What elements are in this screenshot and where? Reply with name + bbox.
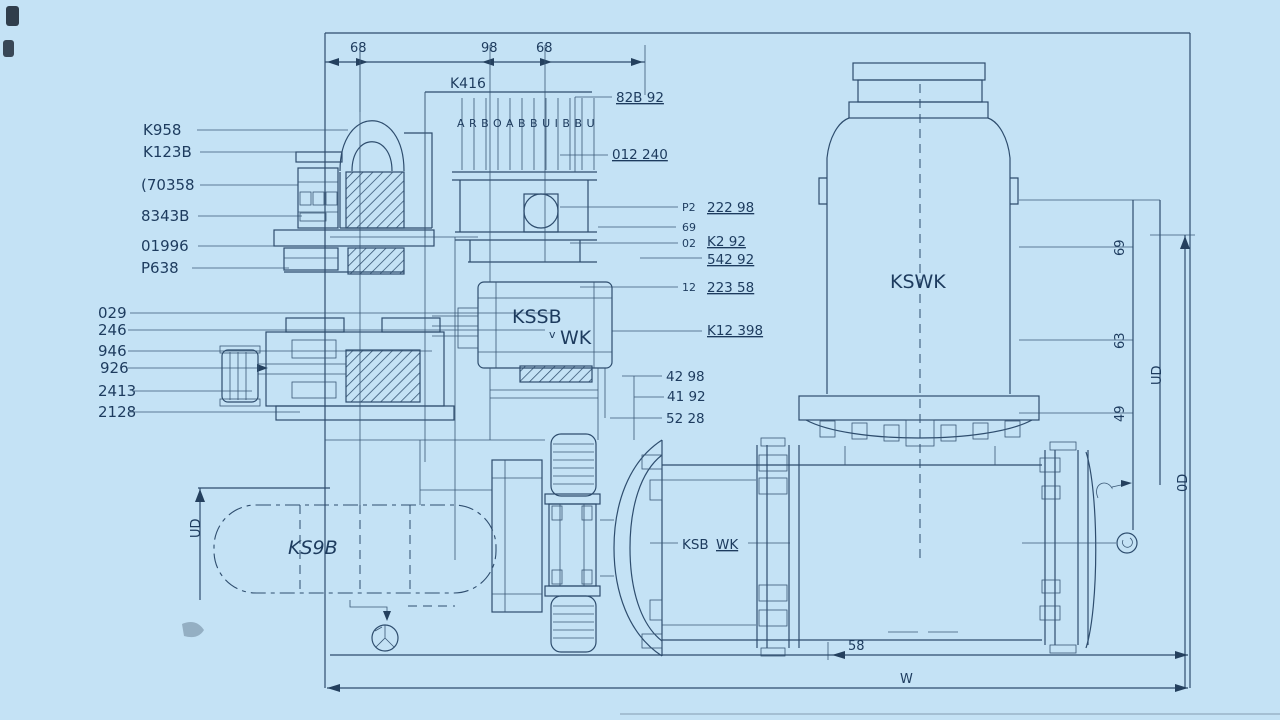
dim-98: 98 [481,41,498,56]
mid-label-0: 42 98 [666,369,705,385]
bracket-label: K416 [450,76,486,92]
callout-circle [1116,532,1138,554]
part-tag-0: P2 [682,201,696,214]
callout-letters: ARBOABBUIBBU [457,117,599,130]
rot-dim-3: 49 [1113,405,1128,422]
left-label-3: 8343B [141,207,189,225]
rot-dim-4: UD [1150,365,1165,385]
left-top-labels: K958 K123B (70358 8343B 01996 P638 [141,121,348,277]
right-dimensions: 69 63 49 UD 0D [1019,199,1195,688]
lower-bearing-assembly [219,317,455,421]
bottom-dim-w: W [900,672,913,687]
bottom-dimensions: 58 W [327,631,1188,692]
hatch-block-lower [345,349,421,403]
left-label-11: 2128 [98,403,136,421]
top-dimension-chain: 68 98 68 [325,41,646,170]
mid-label-2: 52 28 [666,411,705,427]
coupling-ribbed-top [550,433,597,497]
mid-label-1: 41 92 [667,389,706,405]
right-flange [1022,441,1138,654]
bell-flange [613,439,663,657]
construction-lines [325,45,546,560]
scan-artifacts [3,6,1280,715]
gearbox-label-small: v [549,328,556,341]
motor-dim-rotated: UD [189,518,204,538]
bell-housing [491,459,543,613]
left-label-4: 01996 [141,237,189,255]
pump-body-label-1: KSB [682,537,709,553]
part-code-3: 542 92 [707,252,754,268]
lower-flange-plate [275,405,455,421]
part-code-5: K12 398 [707,323,763,339]
hatch-block-upper [345,171,405,229]
motor-body [213,504,497,594]
label-82b92: 82B 92 [616,90,664,106]
callout-leader-lines [461,98,595,170]
part-tag-4: 12 [682,281,696,294]
part-code-0: 222 98 [707,200,754,216]
small-coupling [221,349,259,403]
left-label-5: P638 [141,259,179,277]
vessel-label: KSWK [890,271,946,293]
rot-dim-1: 69 [1113,239,1128,256]
left-label-9: 926 [100,359,129,377]
left-label-0: K958 [143,121,181,139]
part-tag-1: 69 [682,221,696,234]
coupling-column [544,433,614,653]
rot-dim-5: 0D [1176,474,1191,492]
dim-68-left: 68 [350,41,367,56]
seal-assembly [452,171,597,263]
upper-bearing-assembly [273,120,435,275]
part-code-2: K2 92 [707,234,746,250]
vessel: KSWK [798,62,1040,560]
left-label-8: 946 [98,342,127,360]
left-label-2: (70358 [141,176,195,194]
gearbox-label-2: WK [560,327,592,349]
left-label-7: 246 [98,321,127,339]
left-label-1: K123B [143,143,192,161]
upper-flange-plate [273,229,435,247]
left-bottom-labels: 029 246 946 926 2413 2128 [98,304,552,421]
pump-body-label-2: WK [716,537,739,553]
motor-label: KS9B [288,537,338,559]
mid-labels: 42 98 41 92 52 28 [604,368,706,440]
left-label-6: 029 [98,304,127,322]
mid-flange-pair [756,437,800,657]
label-012240: 012 240 [612,147,668,163]
gearbox-label-1: KSSB [512,306,562,328]
left-label-10: 2413 [98,382,136,400]
vessel-collar [848,101,989,119]
right-top-labels: 82B 92 012 240 [560,90,668,172]
part-list: P2 222 98 69 02 K2 92 542 92 12 223 58 K… [560,200,763,339]
hatch-strip [519,365,593,383]
rot-dim-2: 63 [1113,332,1128,349]
gearbox: KSSB v WK [432,281,613,440]
coupling-ribbed-bottom [550,595,597,653]
motor: KS9B UD [189,487,497,652]
dim-68-right: 68 [536,41,553,56]
bottom-dim-58: 58 [848,639,865,654]
part-code-4: 223 58 [707,280,754,296]
frame-lines [324,32,1191,688]
pump-barrel: KSB WK [650,464,1042,641]
part-tag-2: 02 [682,237,696,250]
